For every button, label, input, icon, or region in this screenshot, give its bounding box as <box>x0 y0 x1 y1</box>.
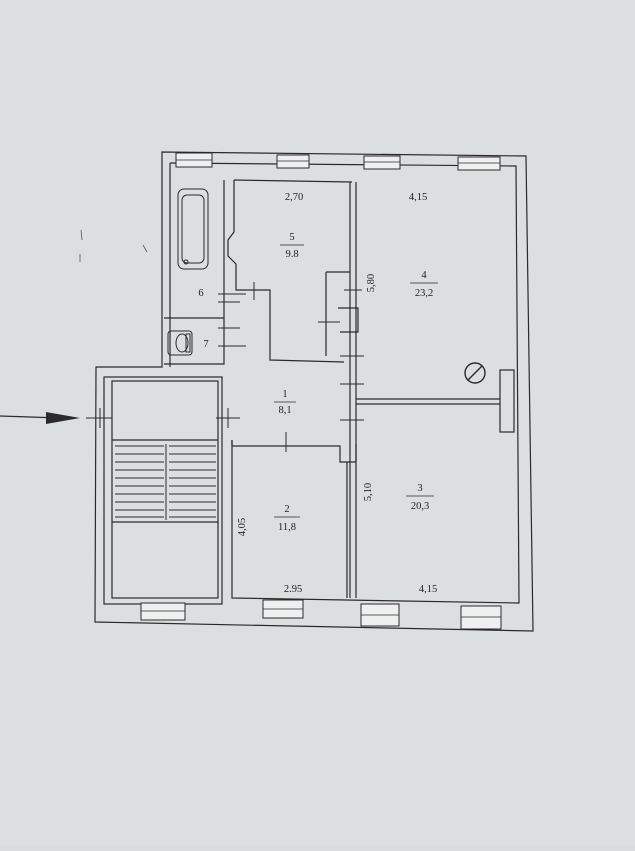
stray-marks <box>79 229 148 262</box>
bathtub-icon <box>177 188 209 270</box>
chimney-block <box>499 369 515 433</box>
stair-hall-inner <box>111 380 219 599</box>
dim-room3-width: 4,15 <box>419 584 437 595</box>
dim-room4-depth: 5,80 <box>366 274 377 292</box>
room7-number: 7 <box>203 339 208 350</box>
door-marks <box>86 282 364 452</box>
windows <box>140 152 502 630</box>
inner-wall-outline <box>169 162 520 604</box>
bath-right-wall <box>164 180 225 365</box>
room1-area: 8,1 <box>278 405 291 416</box>
window-room3-b <box>460 605 502 630</box>
room3-number: 3 <box>417 483 422 494</box>
dim-room3-depth: 5,10 <box>363 483 374 501</box>
toilet-icon <box>167 330 193 356</box>
room1-number: 1 <box>282 389 287 400</box>
room2-number: 2 <box>284 504 289 515</box>
dim-room2-depth: 4,05 <box>237 518 248 536</box>
room5-wall <box>227 180 345 363</box>
dim-room5-width: 2,70 <box>285 192 303 203</box>
circle-slash-icon <box>464 362 486 384</box>
room3-area: 20,3 <box>411 501 429 512</box>
room5-area: 9.8 <box>285 249 298 260</box>
room5-number: 5 <box>289 232 294 243</box>
room5-north-wall <box>233 179 353 183</box>
room4-area: 23,2 <box>415 288 433 299</box>
room-labels: 5 9.8 4 23,2 1 8,1 3 20,3 2 11,8 6 7 <box>198 232 438 533</box>
outer-wall <box>94 151 534 632</box>
stair-treads <box>115 444 216 520</box>
room2-area: 11,8 <box>278 522 296 533</box>
window-room5 <box>276 154 310 169</box>
window-mullions <box>141 159 501 618</box>
room6-number: 6 <box>198 288 203 299</box>
walls <box>94 151 534 632</box>
dimension-labels: 2,70 4,15 5,80 5,10 4,15 4,05 2.95 <box>237 192 437 595</box>
dim-room4-width: 4,15 <box>409 192 427 203</box>
dim-room2-width: 2.95 <box>284 584 302 595</box>
window-room4-a <box>363 155 401 170</box>
window-room4-b <box>457 156 501 171</box>
room4-number: 4 <box>421 270 427 281</box>
window-stair <box>140 602 186 621</box>
arrow-right-icon <box>0 412 80 424</box>
closet-niche <box>325 271 359 356</box>
